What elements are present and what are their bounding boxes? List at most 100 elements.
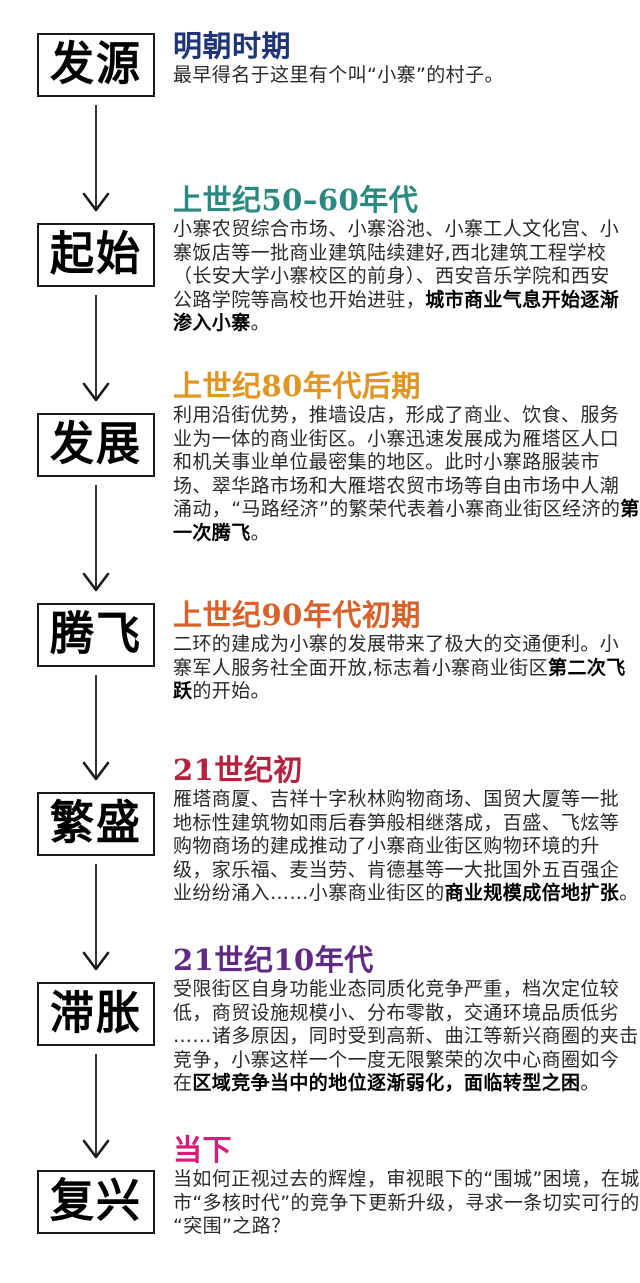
- description-text: 地标性建筑物如雨后春笋般相继落成，百盛、飞炫等: [173, 811, 620, 834]
- era-title: 上世纪90年代初期: [173, 598, 421, 632]
- era-title: 当下: [173, 1133, 233, 1167]
- stage-box: 繁盛: [37, 792, 155, 856]
- description-line: 在区域竞争当中的地位逐渐弱化，面临转型之困。: [173, 1072, 623, 1096]
- description-text: 市“多核时代”的竞争下更新升级，寻求一条切实可行的: [173, 1191, 640, 1214]
- description-text-tail: 。: [250, 312, 271, 335]
- description-text: ……诸多原因，同时受到高新、曲江等新兴商圈的夹击: [173, 1025, 639, 1048]
- description-line: 利用沿街优势，推墙设店，形成了商业、饮食、服务: [173, 404, 623, 428]
- era-block: 上世纪50–60年代小寨农贸综合市场、小寨浴池、小寨工人文化宫、小寨饭店等一批商…: [173, 184, 623, 336]
- stage-label: 腾飞: [50, 607, 142, 662]
- description-line: 级，家乐福、麦当劳、肯德基等一大批国外五百强企: [173, 859, 623, 883]
- stage-label: 起始: [50, 227, 142, 282]
- description-line: 市“多核时代”的竞争下更新升级，寻求一条切实可行的: [173, 1192, 639, 1216]
- highlight-text: 第二次飞: [548, 656, 626, 679]
- highlight-text: 商业规模成倍地扩张: [444, 882, 620, 905]
- description-line: ……诸多原因，同时受到高新、曲江等新兴商圈的夹击: [173, 1025, 638, 1049]
- description-line: 受限街区自身功能业态同质化竞争严重，档次定位较: [173, 978, 623, 1002]
- arrow-down-icon: [82, 761, 110, 781]
- connector-line: [95, 1054, 97, 1158]
- description-text: 场、翠华路市场和大雁塔农贸市场等自由市场中人潮: [173, 474, 620, 497]
- stage-box: 起始: [37, 223, 155, 287]
- era-title: 上世纪80年代后期: [173, 369, 421, 403]
- description-text: 在: [173, 1072, 193, 1095]
- description-line: 小寨农贸综合市场、小寨浴池、小寨工人文化宫、小: [173, 218, 623, 242]
- description-text: 小寨农贸综合市场、小寨浴池、小寨工人文化宫、小: [173, 218, 620, 240]
- highlight-text: 跃: [173, 680, 193, 703]
- description-line: 购物商场的建成推动了小寨商业街区购物环境的升: [173, 835, 623, 859]
- era-title: 上世纪50–60年代: [173, 183, 419, 217]
- description-line: 二环的建成为小寨的发展带来了极大的交通便利。小: [173, 633, 623, 657]
- description-text: 和机关事业单位最密集的地区。此时小寨路服装市: [173, 451, 600, 474]
- description-line: 渗入小寨。: [173, 312, 623, 336]
- era-block: 当下当如何正视过去的辉煌，审视眼下的“围城”困境，在城市“多核时代”的竞争下更新…: [173, 1133, 639, 1239]
- description-line: 场、翠华路市场和大雁塔农贸市场等自由市场中人潮: [173, 475, 623, 499]
- description-line: 低，商贸设施规模小、分布零散，交通环境品质低劣: [173, 1002, 623, 1026]
- description-text-tail: 。: [580, 1072, 600, 1095]
- stage-label: 复兴: [50, 1174, 142, 1229]
- description-text: 低，商贸设施规模小、分布零散，交通环境品质低劣: [173, 1001, 620, 1024]
- description-text: 最早得名于这里有个叫“小寨”的村子。: [173, 64, 504, 86]
- description-text: “突围”之路？: [173, 1215, 291, 1238]
- description-text: 二环的建成为小寨的发展带来了极大的交通便利。小: [173, 633, 620, 655]
- highlight-text: 城市商业气息开始逐渐: [425, 288, 620, 311]
- connector-line: [95, 485, 97, 591]
- connector-line: [95, 295, 97, 401]
- era-block: 21世纪10年代受限街区自身功能业态同质化竞争严重，档次定位较低，商贸设施规模小…: [173, 943, 638, 1096]
- description-line: 跃的开始。: [173, 680, 623, 704]
- description-text: 业纷纷涌入……小寨商业街区的: [173, 882, 445, 905]
- description-line: 当如何正视过去的辉煌，审视眼下的“围城”困境，在城: [173, 1168, 639, 1192]
- stage-box: 发源: [37, 33, 155, 97]
- description-line: 最早得名于这里有个叫“小寨”的村子。: [173, 64, 623, 88]
- description-text: 寨军人服务社全面开放,标志着小寨商业街区: [173, 656, 549, 679]
- era-block: 上世纪90年代初期二环的建成为小寨的发展带来了极大的交通便利。小寨军人服务社全面…: [173, 598, 626, 704]
- description-line: （长安大学小寨校区的前身）、西安音乐学院和西安: [173, 265, 623, 289]
- description-text: 级，家乐福、麦当劳、肯德基等一大批国外五百强企: [173, 858, 620, 881]
- description-text-tail: 。: [619, 882, 639, 905]
- stage-box: 腾飞: [37, 603, 155, 667]
- stage-label: 发源: [50, 37, 142, 92]
- arrow-down-icon: [82, 382, 110, 402]
- highlight-text: 一次腾飞: [173, 521, 251, 544]
- description-text: 公路学院等高校也开始进驻，: [173, 288, 426, 311]
- description-text: 雁塔商厦、吉祥十字秋林购物商场、国贸大厦等一批: [173, 788, 620, 810]
- description-text: 购物商场的建成推动了小寨商业街区购物环境的升: [173, 835, 600, 858]
- description-line: 一次腾飞。: [173, 522, 623, 546]
- connector-line: [95, 864, 97, 970]
- era-title: 21世纪初: [173, 753, 303, 787]
- highlight-text: 区域竞争当中的地位逐渐弱化，面临转型之困: [192, 1072, 581, 1095]
- era-block: 上世纪80年代后期利用沿街优势，推墙设店，形成了商业、饮食、服务业为一体的商业街…: [173, 369, 639, 546]
- arrow-down-icon: [82, 192, 110, 212]
- arrow-down-icon: [82, 951, 110, 971]
- stage-label: 滞胀: [50, 986, 142, 1041]
- highlight-text: 渗入小寨: [173, 312, 251, 335]
- description-line: 地标性建筑物如雨后春笋般相继落成，百盛、飞炫等: [173, 812, 623, 836]
- description-line: “突围”之路？: [173, 1215, 623, 1239]
- description-text: 寨饭店等一批商业建筑陆续建好,西北建筑工程学校: [173, 241, 607, 264]
- stage-box: 复兴: [37, 1170, 155, 1234]
- description-line: 业纷纷涌入……小寨商业街区的商业规模成倍地扩张。: [173, 882, 638, 906]
- description-line: 竞争，小寨这样一个一度无限繁荣的次中心商圈如今: [173, 1049, 623, 1073]
- description-text-tail: 。: [250, 521, 271, 544]
- description-text: 利用沿街优势，推墙设店，形成了商业、饮食、服务: [173, 404, 620, 426]
- era-title: 明朝时期: [173, 29, 292, 63]
- description-line: 寨军人服务社全面开放,标志着小寨商业街区第二次飞: [173, 656, 626, 681]
- era-block: 21世纪初雁塔商厦、吉祥十字秋林购物商场、国贸大厦等一批地标性建筑物如雨后春笋般…: [173, 753, 638, 906]
- description-text: （长安大学小寨校区的前身）、西安音乐学院和西安: [173, 265, 610, 288]
- highlight-text: 第: [620, 498, 640, 521]
- arrow-down-icon: [82, 572, 110, 592]
- stage-label: 繁盛: [50, 796, 142, 851]
- description-text: 业为一体的商业街区。小寨迅速发展成为雁塔区人口: [173, 427, 620, 450]
- description-line: 和机关事业单位最密集的地区。此时小寨路服装市: [173, 451, 623, 475]
- description-text: 当如何正视过去的辉煌，审视眼下的“围城”困境，在城: [173, 1168, 640, 1190]
- description-text: 受限街区自身功能业态同质化竞争严重，档次定位较: [173, 978, 620, 1000]
- era-title: 21世纪10年代: [173, 943, 374, 977]
- description-line: 涌动，“马路经济”的繁荣代表着小寨商业街区经济的第: [173, 498, 639, 522]
- stage-box: 发展: [37, 413, 155, 477]
- connector-line: [95, 675, 97, 780]
- description-text-tail: 的开始。: [192, 680, 271, 703]
- description-line: 公路学院等高校也开始进驻，城市商业气息开始逐渐: [173, 289, 623, 313]
- stage-label: 发展: [50, 417, 142, 472]
- era-block: 明朝时期最早得名于这里有个叫“小寨”的村子。: [173, 30, 623, 88]
- arrow-down-icon: [82, 1139, 110, 1159]
- stage-box: 滞胀: [37, 982, 155, 1046]
